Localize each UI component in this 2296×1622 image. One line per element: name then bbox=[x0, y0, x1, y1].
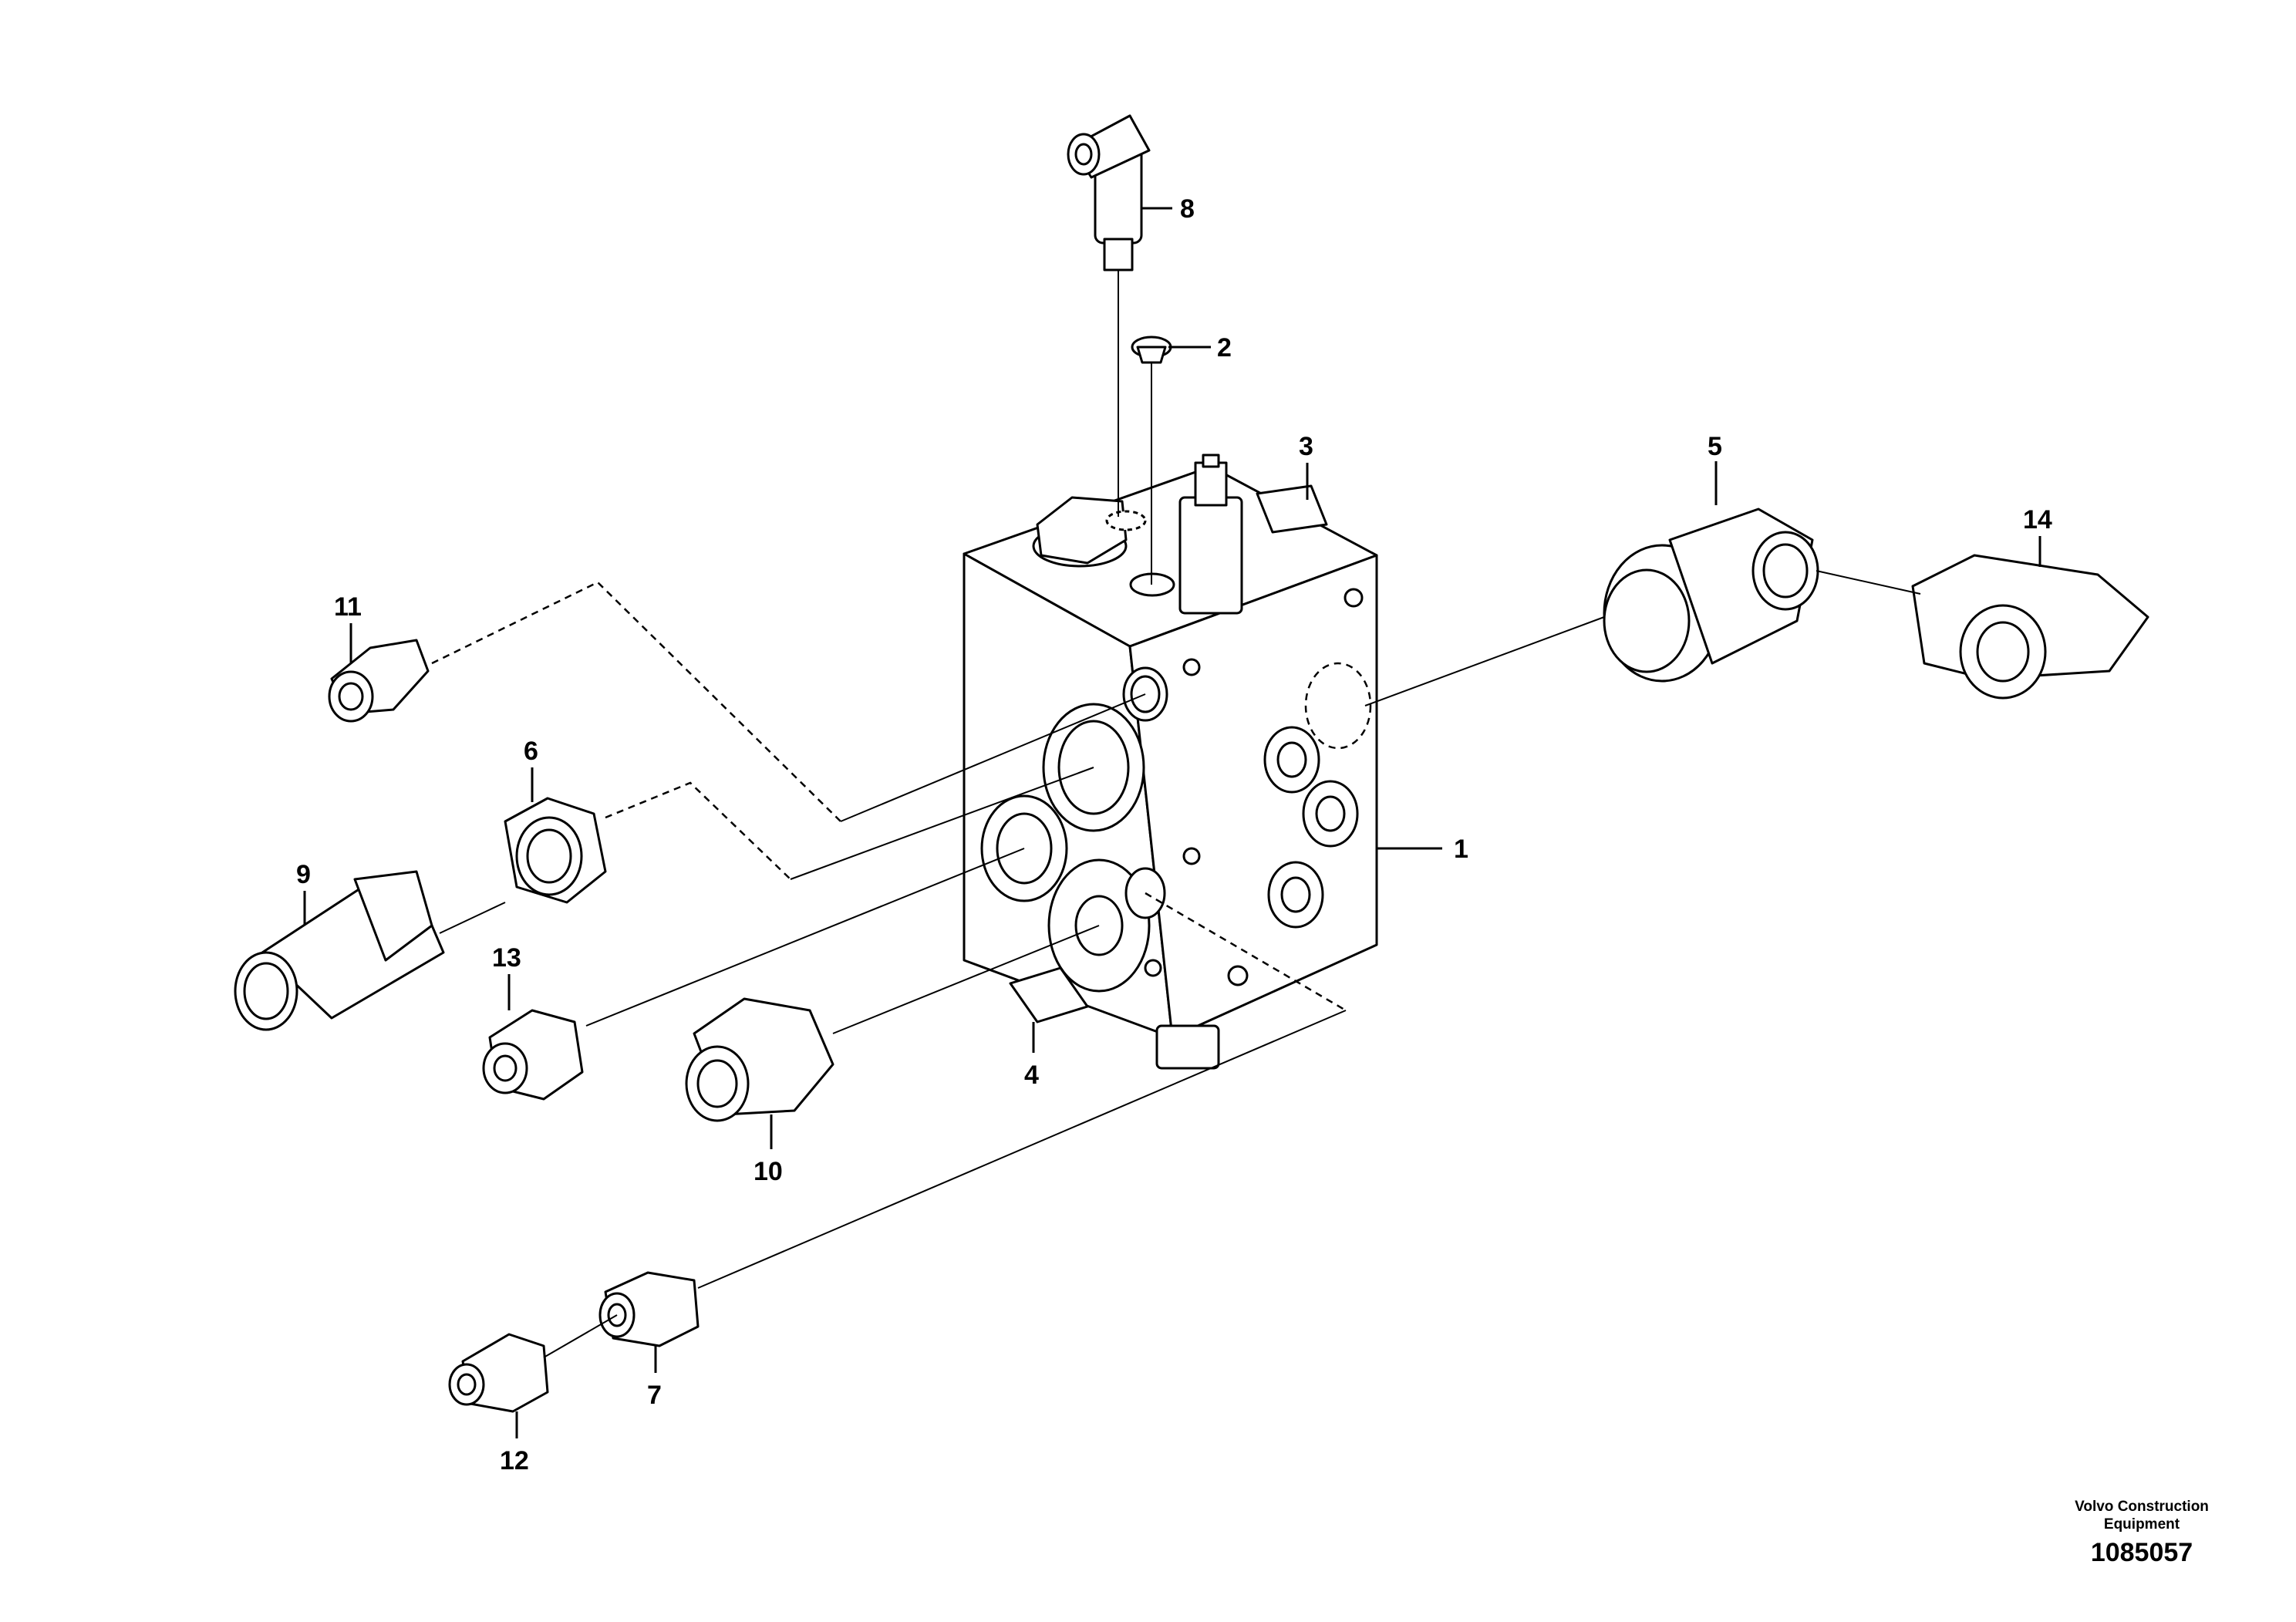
part-6-nut[interactable] bbox=[504, 797, 607, 904]
assembly-lines bbox=[431, 270, 1921, 1358]
callout-leaders bbox=[303, 207, 2041, 1438]
callout-12: 12 bbox=[500, 1446, 529, 1475]
callout-1: 1 bbox=[1454, 835, 1468, 864]
callout-4: 4 bbox=[1024, 1061, 1039, 1090]
part-8-elbow-sensor[interactable] bbox=[1067, 114, 1151, 271]
valve-block[interactable] bbox=[963, 454, 1378, 1070]
part-7-fitting[interactable] bbox=[598, 1271, 700, 1347]
part-2-plug[interactable] bbox=[1131, 336, 1172, 364]
callout-10: 10 bbox=[754, 1157, 783, 1186]
part-12-fitting[interactable] bbox=[448, 1333, 549, 1413]
part-13-fitting[interactable] bbox=[482, 1009, 584, 1101]
part-11-fitting[interactable] bbox=[328, 639, 430, 723]
callout-2: 2 bbox=[1217, 333, 1232, 363]
callout-9: 9 bbox=[296, 860, 311, 889]
callout-14: 14 bbox=[2023, 505, 2052, 534]
brand-line-1: Volvo Construction bbox=[2075, 1499, 2209, 1515]
part-5-elbow-fitting[interactable] bbox=[1603, 508, 1819, 683]
part-14-elbow-connector[interactable] bbox=[1911, 554, 2149, 700]
footer-block: Volvo Construction Equipment 1085057 bbox=[2041, 1498, 2242, 1568]
callout-3: 3 bbox=[1299, 432, 1313, 461]
part-9-adapter[interactable] bbox=[234, 870, 445, 1031]
callout-6: 6 bbox=[524, 737, 538, 766]
document-number: 1085057 bbox=[2090, 1538, 2193, 1567]
part-10-plug-fitting[interactable] bbox=[685, 997, 834, 1122]
callout-7: 7 bbox=[647, 1381, 662, 1410]
callout-5: 5 bbox=[1708, 432, 1722, 461]
callout-13: 13 bbox=[492, 943, 521, 973]
brand-line-2: Equipment bbox=[2103, 1516, 2180, 1533]
callout-labels: 1 2 3 4 5 6 7 8 9 10 11 12 13 14 bbox=[296, 194, 2052, 1475]
callout-11: 11 bbox=[334, 592, 362, 622]
callout-8: 8 bbox=[1180, 194, 1195, 224]
